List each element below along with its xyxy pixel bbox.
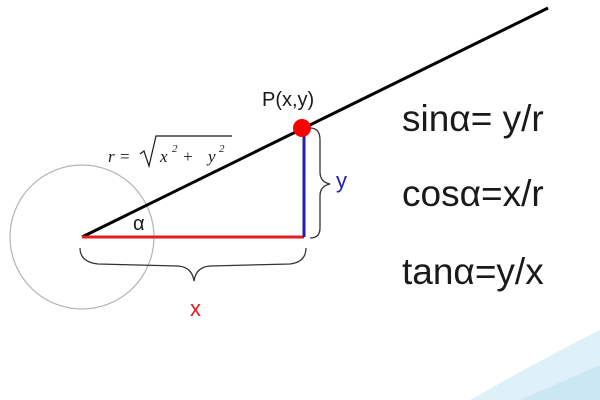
radius-x-term: x [159, 147, 168, 166]
angle-label: α [133, 213, 145, 235]
tan-equation: tanα=y/x [402, 251, 544, 292]
radius-formula: r = x 2 + y 2 [108, 135, 232, 169]
point-label: P(x,y) [262, 89, 314, 111]
radius-y-term: y [206, 147, 216, 166]
x-label: x [190, 296, 201, 321]
x-brace [79, 247, 307, 282]
radius-y-exponent: 2 [219, 143, 225, 155]
terminal-ray [81, 6, 549, 239]
sqrt-sign [139, 135, 232, 169]
point-p-marker [293, 119, 311, 137]
cos-equation: cosα=x/r [402, 173, 544, 214]
radius-plus: + [182, 147, 193, 166]
y-label: y [336, 168, 347, 193]
radius-x-exponent: 2 [172, 143, 178, 155]
radius-lhs: r = [108, 147, 130, 166]
y-brace [309, 127, 331, 239]
corner-accent-2 [520, 365, 600, 400]
sin-equation: sinα= y/r [402, 98, 544, 139]
